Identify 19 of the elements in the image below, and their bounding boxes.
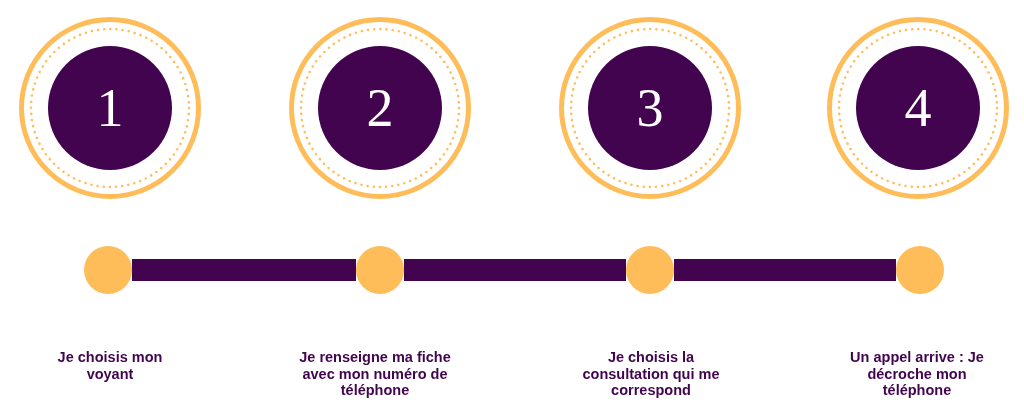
step-number: 2 xyxy=(366,81,394,135)
step-number: 1 xyxy=(96,81,124,135)
step-description: Un appel arrive : Je décroche mon téléphone xyxy=(849,349,985,399)
timeline-dot xyxy=(896,246,944,294)
step-description: Je renseigne ma fiche avec mon numéro de téléphone xyxy=(298,349,452,399)
step-number: 3 xyxy=(636,81,664,135)
step-badge xyxy=(19,17,201,199)
step-badge xyxy=(289,17,471,199)
step-number: 4 xyxy=(904,81,932,135)
timeline-dot xyxy=(84,246,132,294)
step-description: Je choisis mon voyant xyxy=(56,349,164,382)
timeline-bar xyxy=(404,259,626,281)
step-badge xyxy=(827,17,1009,199)
timeline-bar xyxy=(674,259,896,281)
timeline-bar xyxy=(132,259,356,281)
step-badge xyxy=(559,17,741,199)
timeline-dot xyxy=(626,246,674,294)
timeline-dot xyxy=(356,246,404,294)
step-description: Je choisis la consultation qui me correspond xyxy=(581,349,721,399)
